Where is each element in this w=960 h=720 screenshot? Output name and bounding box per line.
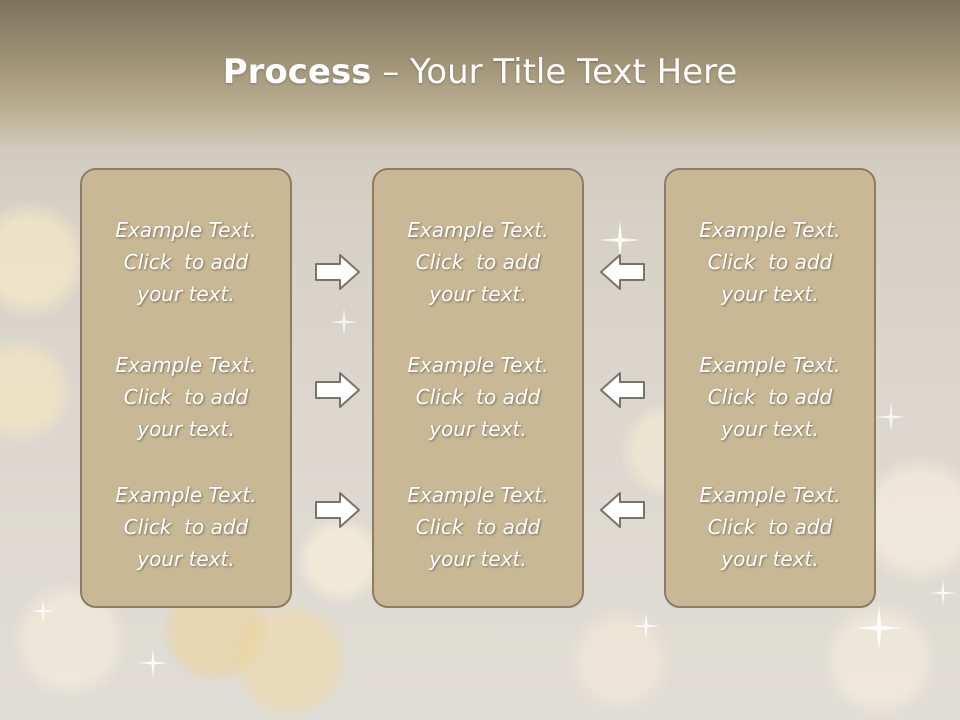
text-block[interactable]: Example Text. Click to add your text. [666, 349, 874, 445]
sparkle-icon [600, 220, 640, 260]
text-block[interactable]: Example Text. Click to add your text. [666, 479, 874, 575]
process-box-right[interactable]: Example Text. Click to add your text. Ex… [664, 168, 876, 608]
text-block[interactable]: Example Text. Click to add your text. [82, 349, 290, 445]
text-line: Click to add [707, 515, 833, 539]
text-line: Example Text. [407, 353, 549, 377]
text-line: Click to add [415, 250, 541, 274]
title-bold: Process [222, 52, 372, 92]
text-line: your text. [429, 282, 527, 306]
text-line: Click to add [415, 385, 541, 409]
text-block[interactable]: Example Text. Click to add your text. [82, 214, 290, 310]
sparkle-icon [876, 402, 906, 432]
text-line: Example Text. [115, 218, 257, 242]
text-line: Example Text. [699, 218, 841, 242]
sparkle-icon [632, 612, 660, 640]
text-line: Click to add [123, 385, 249, 409]
text-line: your text. [429, 547, 527, 571]
text-line: your text. [429, 417, 527, 441]
process-box-center[interactable]: Example Text. Click to add your text. Ex… [372, 168, 584, 608]
sparkle-icon [856, 605, 902, 651]
text-line: your text. [137, 547, 235, 571]
text-block[interactable]: Example Text. Click to add your text. [374, 479, 582, 575]
text-line: Click to add [123, 250, 249, 274]
title-rest: – Your Title Text Here [371, 52, 738, 92]
text-block[interactable]: Example Text. Click to add your text. [666, 214, 874, 310]
text-block[interactable]: Example Text. Click to add your text. [82, 479, 290, 575]
text-line: Example Text. [115, 353, 257, 377]
text-line: Example Text. [115, 483, 257, 507]
text-line: your text. [721, 282, 819, 306]
right-arrow-icon [315, 492, 360, 528]
left-arrow-icon [600, 254, 645, 290]
title-band [0, 0, 960, 150]
sparkle-icon [138, 648, 168, 678]
text-line: Click to add [415, 515, 541, 539]
process-box-left[interactable]: Example Text. Click to add your text. Ex… [80, 168, 292, 608]
text-line: Click to add [123, 515, 249, 539]
text-line: Example Text. [699, 483, 841, 507]
text-line: Example Text. [699, 353, 841, 377]
text-block[interactable]: Example Text. Click to add your text. [374, 214, 582, 310]
text-line: your text. [137, 417, 235, 441]
right-arrow-icon [315, 254, 360, 290]
sparkle-icon [330, 308, 358, 336]
left-arrow-icon [600, 492, 645, 528]
sparkle-icon [30, 598, 56, 624]
text-line: your text. [721, 417, 819, 441]
left-arrow-icon [600, 372, 645, 408]
text-line: Example Text. [407, 483, 549, 507]
text-block[interactable]: Example Text. Click to add your text. [374, 349, 582, 445]
sparkle-icon [930, 580, 956, 606]
text-line: your text. [721, 547, 819, 571]
text-line: your text. [137, 282, 235, 306]
text-line: Click to add [707, 250, 833, 274]
right-arrow-icon [315, 372, 360, 408]
text-line: Click to add [707, 385, 833, 409]
slide-title[interactable]: Process – Your Title Text Here [0, 52, 960, 92]
text-line: Example Text. [407, 218, 549, 242]
